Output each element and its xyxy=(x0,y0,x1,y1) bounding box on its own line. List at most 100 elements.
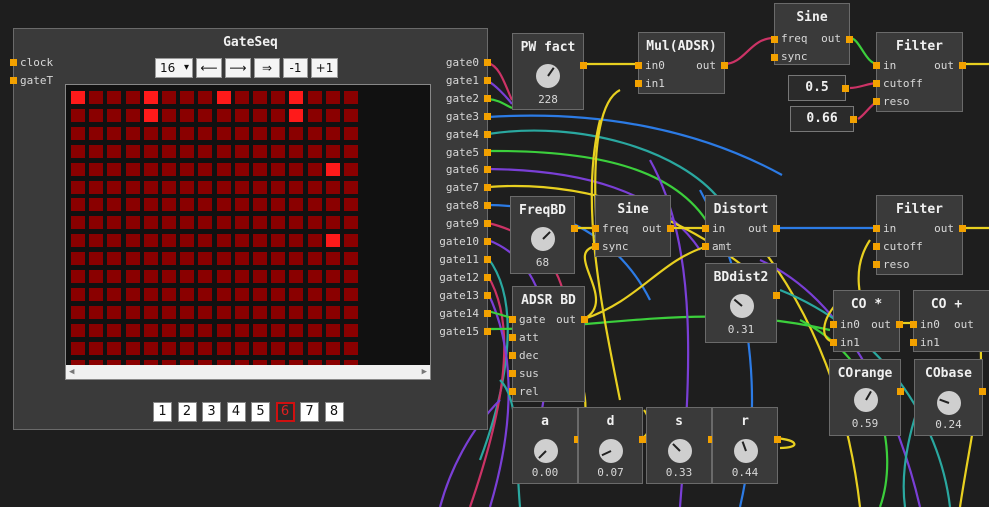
page-button-6[interactable]: 6 xyxy=(275,402,295,422)
step-cell[interactable] xyxy=(180,108,195,122)
step-cell[interactable] xyxy=(71,287,85,301)
step-cell[interactable] xyxy=(289,162,304,176)
step-cell[interactable] xyxy=(143,126,158,140)
step-cell[interactable] xyxy=(234,341,249,355)
bddist2-out-port[interactable] xyxy=(773,292,780,299)
step-cell[interactable] xyxy=(289,234,304,248)
step-cell[interactable] xyxy=(325,341,340,355)
adsrbd-node[interactable]: ADSR BD gate att dec sus rel out xyxy=(509,286,588,402)
step-cell[interactable] xyxy=(89,108,104,122)
step-cell[interactable] xyxy=(89,144,104,158)
comul-in1-port[interactable] xyxy=(830,339,837,346)
step-cell[interactable] xyxy=(162,216,176,230)
step-cell[interactable] xyxy=(125,216,140,230)
step-cell[interactable] xyxy=(143,108,158,122)
knob-s-knob[interactable] xyxy=(668,439,692,463)
sine2-freq-port[interactable] xyxy=(592,225,599,232)
step-cell[interactable] xyxy=(271,252,286,266)
step-cell[interactable] xyxy=(71,144,85,158)
knob-d-knob[interactable] xyxy=(599,439,623,463)
step-cell[interactable] xyxy=(162,144,176,158)
step-cell[interactable] xyxy=(180,252,195,266)
step-cell[interactable] xyxy=(289,108,304,122)
step-cell[interactable] xyxy=(180,198,195,212)
step-cell[interactable] xyxy=(125,162,140,176)
step-cell[interactable] xyxy=(253,234,267,248)
coadd-node[interactable]: CO + in0 in1 out xyxy=(910,290,989,352)
step-cell[interactable] xyxy=(107,252,122,266)
step-cell[interactable] xyxy=(89,341,104,355)
step-cell[interactable] xyxy=(344,234,358,248)
bddist2-knob[interactable] xyxy=(730,294,754,318)
step-cell[interactable] xyxy=(289,144,304,158)
step-cell[interactable] xyxy=(344,305,358,319)
step-cell[interactable] xyxy=(253,180,267,194)
step-cell[interactable] xyxy=(325,216,340,230)
step-cell[interactable] xyxy=(271,91,286,104)
step-cell[interactable] xyxy=(325,287,340,301)
step-cell[interactable] xyxy=(162,126,176,140)
step-cell[interactable] xyxy=(216,305,231,319)
sine1-freq-port[interactable] xyxy=(771,36,778,43)
page-button-8[interactable]: 8 xyxy=(324,402,344,422)
step-cell[interactable] xyxy=(107,323,122,337)
step-cell[interactable] xyxy=(253,108,267,122)
step-cell[interactable] xyxy=(253,198,267,212)
step-cell[interactable] xyxy=(307,180,322,194)
step-cell[interactable] xyxy=(125,252,140,266)
adsrbd-dec-port[interactable] xyxy=(509,352,516,359)
const-0-5-out-port[interactable] xyxy=(842,85,849,92)
gateseq-gate13-port[interactable] xyxy=(484,291,491,299)
muladsr-in0-port[interactable] xyxy=(635,62,642,69)
step-cell[interactable] xyxy=(180,341,195,355)
step-cell[interactable] xyxy=(125,234,140,248)
step-cell[interactable] xyxy=(289,216,304,230)
step-cell[interactable] xyxy=(107,287,122,301)
pwfact-out-port[interactable] xyxy=(580,62,587,69)
step-cell[interactable] xyxy=(307,287,322,301)
step-cell[interactable] xyxy=(289,323,304,337)
scroll-left-icon[interactable]: ◀ xyxy=(69,367,75,377)
step-cell[interactable] xyxy=(234,287,249,301)
page-button-5[interactable]: 5 xyxy=(251,402,270,422)
step-cell[interactable] xyxy=(344,270,358,283)
step-cell[interactable] xyxy=(344,198,358,212)
step-cell[interactable] xyxy=(234,180,249,194)
step-cell[interactable] xyxy=(71,323,85,337)
gateseq-gate0-port[interactable] xyxy=(484,59,491,66)
step-cell[interactable] xyxy=(253,162,267,176)
step-cell[interactable] xyxy=(198,91,213,104)
page-button-4[interactable]: 4 xyxy=(226,402,246,422)
step-cell[interactable] xyxy=(216,198,231,212)
step-cell[interactable] xyxy=(271,287,286,301)
step-cell[interactable] xyxy=(198,144,213,158)
step-cell[interactable] xyxy=(289,341,304,355)
knob-r-out-port[interactable] xyxy=(774,436,781,443)
step-cell[interactable] xyxy=(143,305,158,319)
gateseq-gate7-port[interactable] xyxy=(484,184,491,192)
step-cell[interactable] xyxy=(234,91,249,104)
knob-r-knob[interactable] xyxy=(734,439,758,463)
step-cell[interactable] xyxy=(143,252,158,266)
step-cell[interactable] xyxy=(216,323,231,337)
step-cell[interactable] xyxy=(289,180,304,194)
gateseq-gate12-port[interactable] xyxy=(484,273,491,281)
step-cell[interactable] xyxy=(271,234,286,248)
distort-amt-port[interactable] xyxy=(702,243,709,250)
step-cell[interactable] xyxy=(162,198,176,212)
step-cell[interactable] xyxy=(107,126,122,140)
step-cell[interactable] xyxy=(89,126,104,140)
step-cell[interactable] xyxy=(180,305,195,319)
step-cell[interactable] xyxy=(198,234,213,248)
step-cell[interactable] xyxy=(162,287,176,301)
step-cell[interactable] xyxy=(107,198,122,212)
step-cell[interactable] xyxy=(107,216,122,230)
step-cell[interactable] xyxy=(71,216,85,230)
grid-scrollbar[interactable]: ◀ ▶ xyxy=(66,365,430,379)
adsrbd-sus-port[interactable] xyxy=(509,370,516,377)
gateseq-gate8-port[interactable] xyxy=(484,202,491,210)
step-cell[interactable] xyxy=(162,234,176,248)
step-cell[interactable] xyxy=(307,216,322,230)
step-cell[interactable] xyxy=(325,234,340,248)
step-cell[interactable] xyxy=(107,144,122,158)
